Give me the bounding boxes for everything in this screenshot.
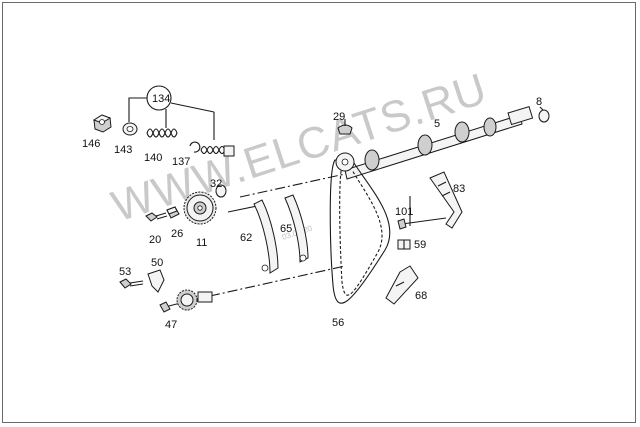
hex-nut-146 [92,114,112,133]
washer-143 [122,122,138,136]
rail-83 [429,171,463,229]
callout-5: 5 [434,118,440,130]
callout-59: 59 [414,239,426,251]
callout-101: 101 [395,206,413,218]
callout-50: 50 [151,257,163,269]
callout-32: 32 [210,178,222,190]
clip-59 [397,239,411,250]
diagram-frame [2,2,636,423]
bolt-53 [119,278,144,289]
callout-134-bracket [128,85,215,140]
callout-143: 143 [114,144,132,156]
callout-8: 8 [536,96,542,108]
callout-68: 68 [415,290,427,302]
spring-140 [146,128,178,138]
rail-68 [385,265,419,305]
guide-rail-65 [284,194,309,263]
callout-65: 65 [280,223,292,235]
sprocket-11 [183,191,217,225]
camshaft-5 [344,105,534,180]
plug-8 [538,109,550,123]
timing-chain-56 [329,152,391,304]
bolt-20 [145,212,168,222]
callout-83: 83 [453,183,465,195]
drive-gear-47 [159,289,213,313]
callout-26: 26 [171,228,183,240]
callout-20: 20 [149,234,161,246]
leader-lines [344,106,544,126]
ring-32 [215,184,227,198]
spacer-26 [166,206,180,219]
callout-134: 134 [152,93,170,105]
callout-146: 146 [82,138,100,150]
callout-56: 56 [332,317,344,329]
guide-rail-62 [253,199,279,274]
cap-29 [337,124,353,135]
callout-11: 11 [196,237,207,249]
callout-62: 62 [240,232,252,244]
callout-140: 140 [144,152,162,164]
callout-53: 53 [119,266,131,278]
circlip-137 [189,141,201,153]
bolt-101 [397,217,447,230]
clamp-50 [147,269,165,293]
callout-29: 29 [333,111,345,123]
callout-47: 47 [165,319,177,331]
tensioner-piston [200,145,235,157]
callout-137: 137 [172,156,190,168]
